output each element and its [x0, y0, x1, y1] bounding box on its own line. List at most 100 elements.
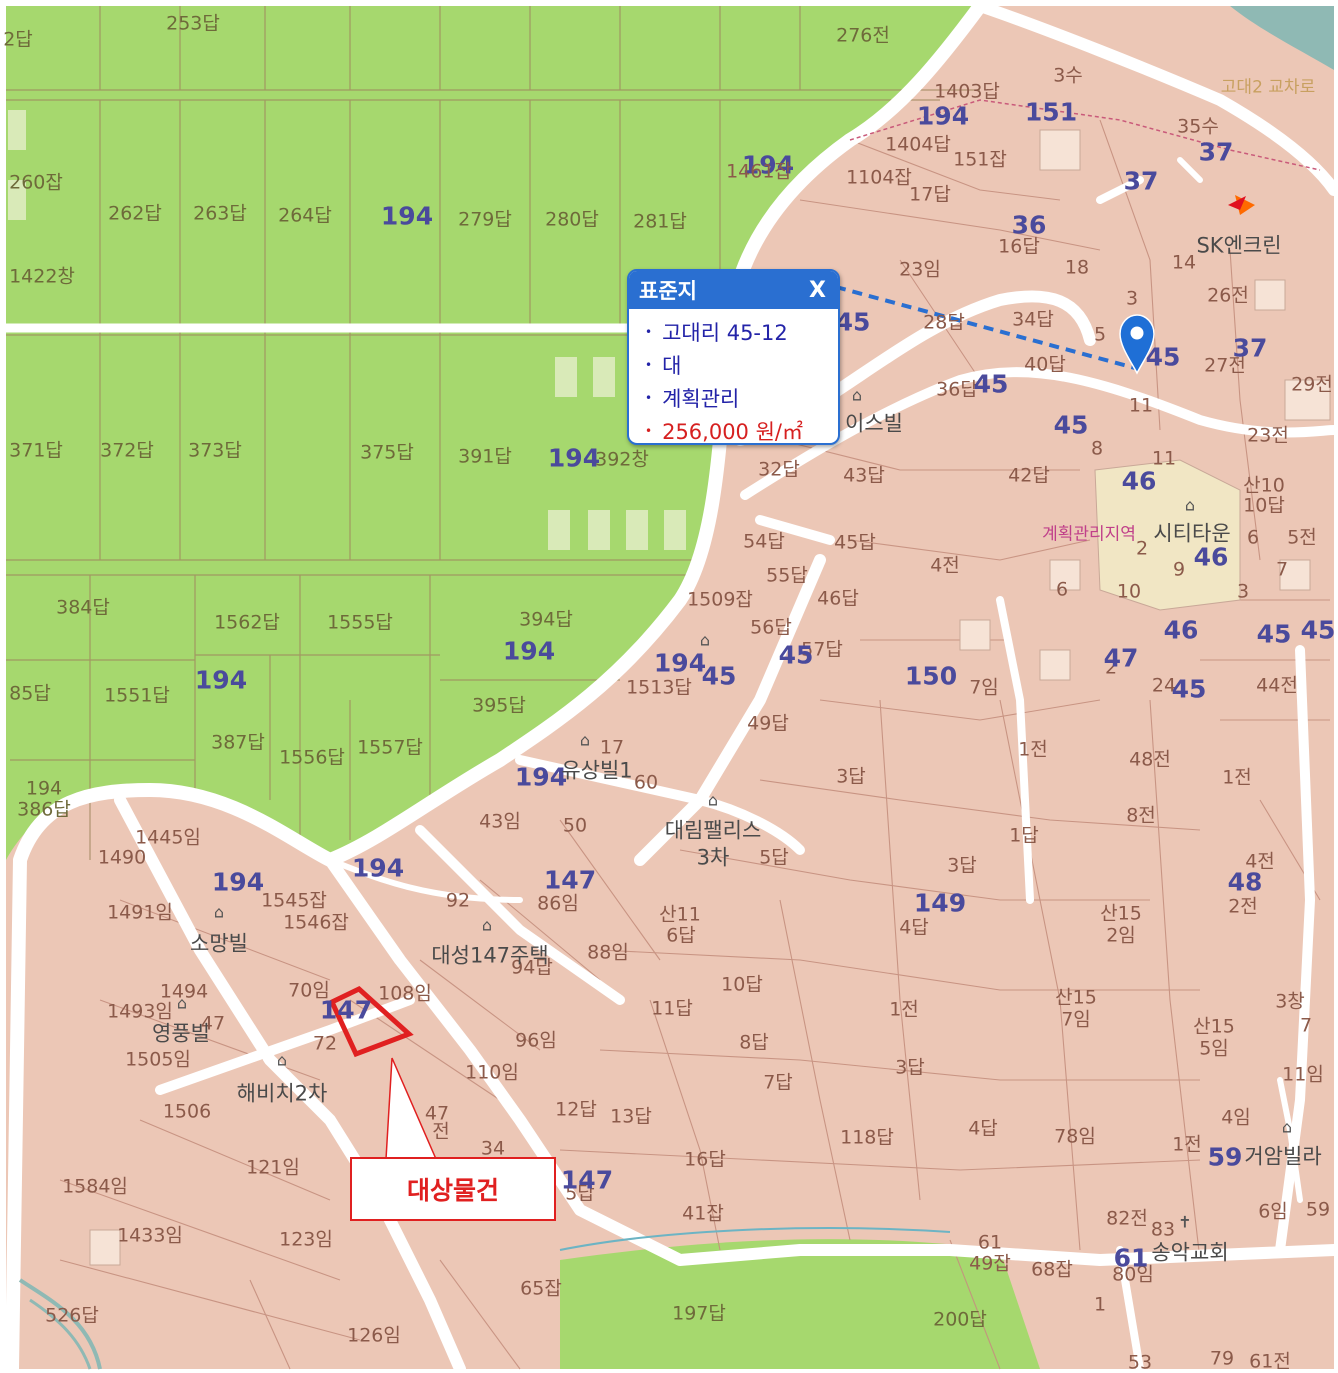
parcel-label: 26전 [1207, 284, 1249, 307]
parcel-label: 2전 [1228, 895, 1258, 918]
parcel-label: 44전 [1256, 674, 1298, 697]
apartment-icon: ⌂ [707, 790, 719, 810]
parcel-label: 11답 [651, 997, 693, 1020]
standard-land-popup[interactable]: 표준지 X •고대리 45-12 •대 •계획관리 •256,000 원/㎡ [627, 269, 840, 445]
zone-number: 147 [319, 995, 373, 1025]
parcel-label: 395답 [472, 694, 526, 717]
parcel-label: 16답 [684, 1148, 726, 1171]
parcel-label: 392창 [595, 448, 649, 471]
parcel-label: 32답 [758, 458, 800, 481]
parcel-label: 46답 [817, 587, 859, 610]
parcel-label: 29전 [1291, 373, 1333, 396]
place-name[interactable]: 대림팰리스 [664, 818, 762, 843]
zone-number: 194 [916, 101, 970, 131]
place-name[interactable]: 유상빌1 [561, 758, 633, 783]
parcel-label: 34 [480, 1137, 506, 1160]
parcel-label: 5답 [759, 846, 789, 869]
zone-number: 45 [778, 640, 814, 670]
zone-number: 37 [1198, 137, 1234, 167]
place-name[interactable]: 거암빌라 [1244, 1144, 1322, 1169]
parcel-label: 387답 [211, 731, 265, 754]
popup-title: 표준지 [639, 279, 697, 303]
close-button[interactable]: X [809, 277, 826, 303]
parcel-label: 36답 [936, 378, 978, 401]
place-name[interactable]: 영풍빌 [152, 1021, 210, 1046]
church-icon: ✝ [1178, 1212, 1192, 1232]
parcel-label: 11임 [1282, 1063, 1324, 1086]
parcel-label: 253답 [166, 12, 220, 35]
parcel-label: 1전 [1222, 766, 1252, 789]
price-value: 256,000 원/㎡ [662, 419, 803, 444]
parcel-label: 1422창 [9, 265, 75, 288]
parcel-label: 94답 [511, 956, 553, 979]
place-name[interactable]: SK엔크린 [1196, 233, 1282, 258]
parcel-label: 7 [1299, 1014, 1313, 1037]
location-marker-icon[interactable] [1119, 314, 1155, 375]
place-name[interactable]: 대성147주택 [431, 943, 549, 968]
parcel-label: 1545잡 [261, 889, 327, 912]
place-name[interactable]: 해비치2차 [236, 1081, 328, 1106]
bullet-icon: • [645, 357, 653, 372]
parcel-label: 2임 [1106, 924, 1136, 947]
parcel-label: 194 [25, 777, 63, 800]
parcel-label: 60 [633, 771, 659, 794]
parcel-label: 41잡 [682, 1202, 724, 1225]
popup-address: •고대리 45-12 [645, 315, 838, 348]
parcel-label: 1404답 [885, 133, 951, 156]
parcel-label: 12답 [555, 1098, 597, 1121]
parcel-label: 68잡 [1031, 1258, 1073, 1281]
popup-land-category: •대 [645, 348, 838, 381]
apartment-icon: ⌂ [699, 630, 711, 650]
parcel-label: 53 [1127, 1351, 1153, 1373]
parcel-label: 6임 [1258, 1200, 1288, 1223]
place-name[interactable]: 소망빌 [190, 931, 248, 956]
parcel-label: 6답 [666, 924, 696, 947]
parcel-label: 80임 [1112, 1263, 1154, 1286]
parcel-label: 35수 [1177, 115, 1219, 138]
parcel-label: 1562답 [214, 611, 280, 634]
parcel-label: 8전 [1126, 804, 1156, 827]
parcel-label: 28답 [923, 311, 965, 334]
parcel-label: 54답 [743, 530, 785, 553]
zone-number: 194 [547, 443, 601, 473]
apartment-icon: ⌂ [213, 902, 225, 922]
parcel-label: 264답 [278, 204, 332, 227]
parcel-label: 371답 [9, 439, 63, 462]
popup-details: •고대리 45-12 •대 •계획관리 •256,000 원/㎡ [629, 315, 838, 444]
zone-number: 45 [1171, 674, 1207, 704]
parcel-label: 70임 [288, 979, 330, 1002]
parcel-label: 1491임 [107, 901, 173, 924]
zone-number: 48 [1227, 867, 1263, 897]
parcel-label: 1557답 [357, 736, 423, 759]
parcel-label: 43임 [479, 810, 521, 833]
parcel-label: 151잡 [953, 148, 1007, 171]
zone-number: 194 [211, 867, 265, 897]
zone-number: 45 [701, 661, 737, 691]
parcel-label: 6 [1055, 578, 1069, 601]
parcel-label: 45답 [834, 531, 876, 554]
parcel-label: 384답 [56, 596, 110, 619]
parcel-label: 1전 [1172, 1133, 1202, 1156]
popup-price: •256,000 원/㎡ [645, 414, 838, 444]
zone-number: 37 [1232, 333, 1268, 363]
parcel-label: 526답 [45, 1304, 99, 1327]
parcel-label: 263답 [193, 202, 247, 225]
place-name[interactable]: 시티타운 [1153, 521, 1231, 546]
parcel-label: 279답 [458, 208, 512, 231]
place-name[interactable]: 이스빌 [845, 411, 903, 436]
parcel-label: 49답 [747, 712, 789, 735]
parcel-label: 72 [312, 1032, 338, 1055]
parcel-label: 49잡 [969, 1252, 1011, 1275]
place-name[interactable]: 송악교회 [1151, 1240, 1229, 1265]
parcel-label: 1104잡 [846, 166, 912, 189]
parcel-label: 82전 [1106, 1207, 1148, 1230]
parcel-label: 11 [1128, 394, 1154, 417]
zone-number: 194 [351, 853, 405, 883]
zone-number: 194 [741, 150, 795, 180]
parcel-label: 40답 [1024, 353, 1066, 376]
parcel-label: 42답 [1008, 464, 1050, 487]
parcel-label: 10답 [721, 973, 763, 996]
parcel-label: 391답 [458, 445, 512, 468]
parcel-label: 373답 [188, 439, 242, 462]
